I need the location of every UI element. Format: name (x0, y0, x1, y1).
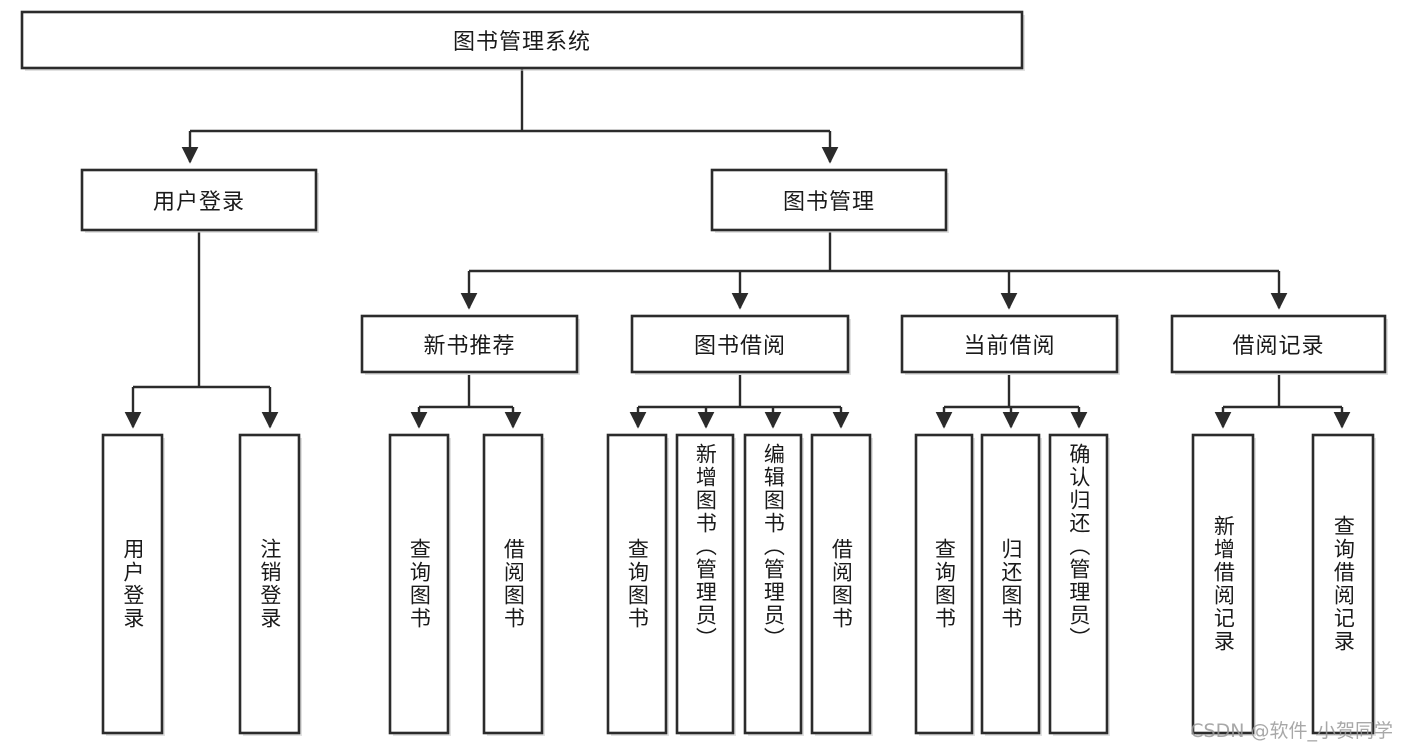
node-box-leaf-query-record[interactable] (1311, 433, 1375, 735)
node-box-root[interactable] (20, 10, 1024, 70)
node-box-leaf-user-login[interactable] (101, 433, 164, 735)
csdn-watermark: CSDN @软件_小贺同学 (1190, 720, 1393, 742)
node-box-leaf-add-record[interactable] (1191, 433, 1255, 735)
edge-group-book-manage-to-level3 (460, 232, 1288, 310)
edge-group-borrow-record-to-leaves (1214, 375, 1351, 429)
node-box-book-borrow[interactable] (630, 314, 850, 374)
node-box-current-borrow[interactable] (900, 314, 1119, 374)
node-box-leaf-logout-login[interactable] (238, 433, 301, 735)
node-box-leaf-query-book-3[interactable] (914, 433, 974, 735)
node-box-leaf-add-book[interactable] (675, 433, 735, 735)
edge-group-root-to-level2 (181, 68, 839, 164)
edge-group-current-borrow-to-leaves (935, 375, 1088, 429)
node-box-borrow-record[interactable] (1170, 314, 1387, 374)
edge-group-book-borrow-to-leaves (629, 375, 850, 429)
node-box-leaf-query-book-1[interactable] (388, 433, 450, 735)
node-box-leaf-edit-book[interactable] (743, 433, 803, 735)
node-box-new-book-recommend[interactable] (360, 314, 579, 374)
node-box-leaf-return-book[interactable] (980, 433, 1041, 735)
node-box-leaf-borrow-book-1[interactable] (482, 433, 544, 735)
node-box-leaf-borrow-book-2[interactable] (810, 433, 872, 735)
node-box-book-manage[interactable] (710, 168, 948, 232)
node-box-user-login[interactable] (80, 168, 318, 232)
node-box-leaf-query-book-2[interactable] (606, 433, 668, 735)
node-box-leaf-confirm-return[interactable] (1048, 433, 1109, 735)
edge-group-user-login-to-leaves (124, 232, 279, 429)
edge-group-new-book-recommend-to-leaves (410, 375, 522, 429)
